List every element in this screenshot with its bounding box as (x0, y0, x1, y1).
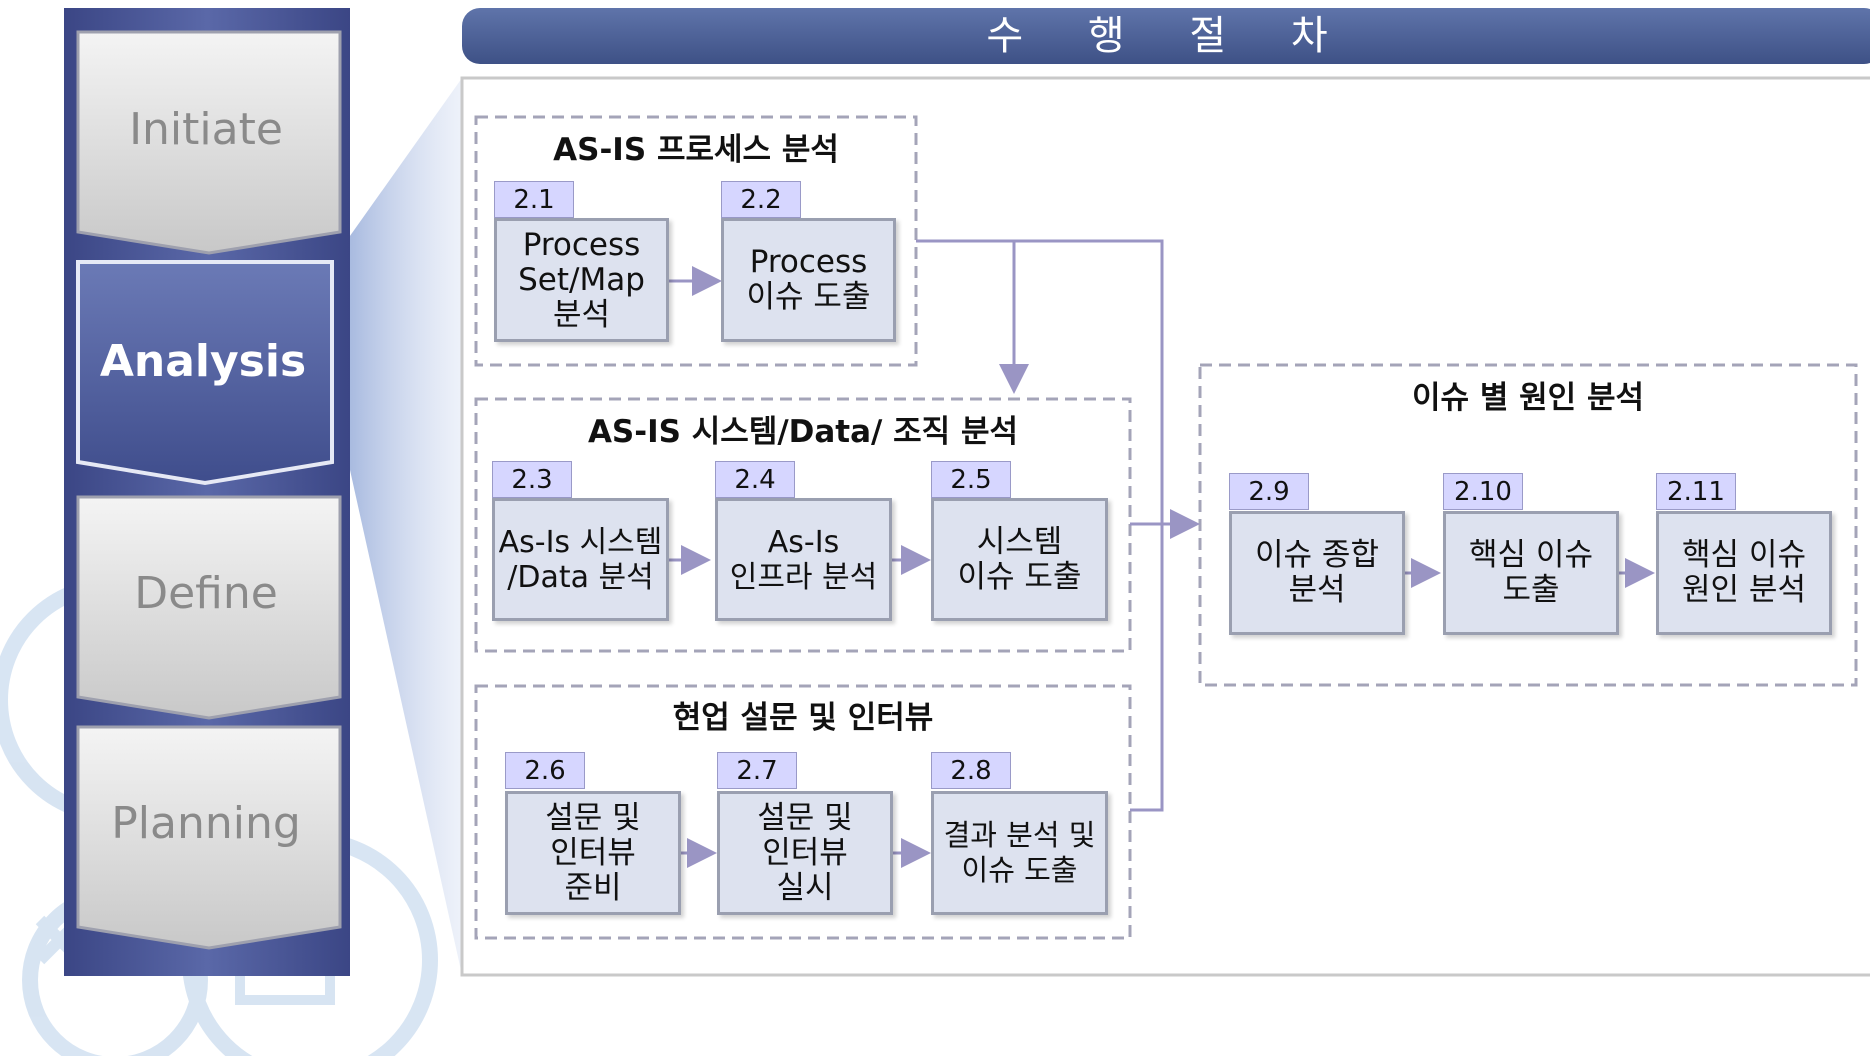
page-title: 수 행 절 차 (986, 13, 1354, 59)
group-title-asis-system: AS-IS 시스템/Data/ 조직 분석 (587, 414, 1019, 450)
step-number: 2.7 (717, 752, 797, 789)
header-bar (462, 8, 1870, 64)
group-frame-survey (474, 684, 1132, 940)
step-number: 2.10 (1443, 473, 1523, 510)
step-number: 2.8 (931, 752, 1011, 789)
step-number: 2.4 (715, 461, 795, 498)
step-number: 2.3 (492, 461, 572, 498)
group-frame-root-cause (1198, 363, 1858, 687)
phase-shape-analysis (76, 260, 334, 486)
step-number: 2.6 (505, 752, 585, 789)
step-number: 2.2 (721, 181, 801, 218)
phase-shape-initiate (76, 30, 342, 255)
group-title-asis-process: AS-IS 프로세스 분석 (553, 132, 839, 168)
step-number: 2.5 (931, 461, 1011, 498)
group-title-survey: 현업 설문 및 인터뷰 (672, 700, 934, 736)
step-number: 2.11 (1656, 473, 1736, 510)
step-box-2-5: 시스템 이슈 도출 (931, 498, 1108, 621)
step-box-2-3: As-Is 시스템 /Data 분석 (492, 498, 669, 621)
step-box-2-10: 핵심 이슈 도출 (1443, 511, 1619, 635)
step-number: 2.1 (494, 181, 574, 218)
phase-shape-planning (76, 725, 342, 950)
step-box-2-11: 핵심 이슈 원인 분석 (1656, 511, 1832, 635)
phase-define[interactable]: Define (134, 568, 278, 619)
step-box-2-7: 설문 및 인터뷰 실시 (717, 791, 893, 915)
step-box-2-4: As-Is 인프라 분석 (715, 498, 892, 621)
step-box-2-6: 설문 및 인터뷰 준비 (505, 791, 681, 915)
main-panel (460, 76, 1870, 977)
step-box-2-9: 이슈 종합 분석 (1229, 511, 1405, 635)
step-number: 2.9 (1229, 473, 1309, 510)
group-frame-asis-process (474, 115, 918, 367)
phase-initiate[interactable]: Initiate (129, 104, 283, 155)
step-box-2-8: 결과 분석 및 이슈 도출 (931, 791, 1108, 915)
phase-analysis[interactable]: Analysis (99, 336, 307, 387)
phase-planning[interactable]: Planning (111, 798, 301, 849)
phase-shape-define (76, 495, 342, 720)
group-title-root-cause: 이슈 별 원인 분석 (1411, 380, 1645, 416)
analysis-funnel (340, 78, 462, 975)
step-box-2-2: Process 이슈 도출 (721, 218, 896, 342)
step-box-2-1: Process Set/Map 분석 (494, 218, 669, 342)
connector-process-to-system (916, 239, 1029, 394)
